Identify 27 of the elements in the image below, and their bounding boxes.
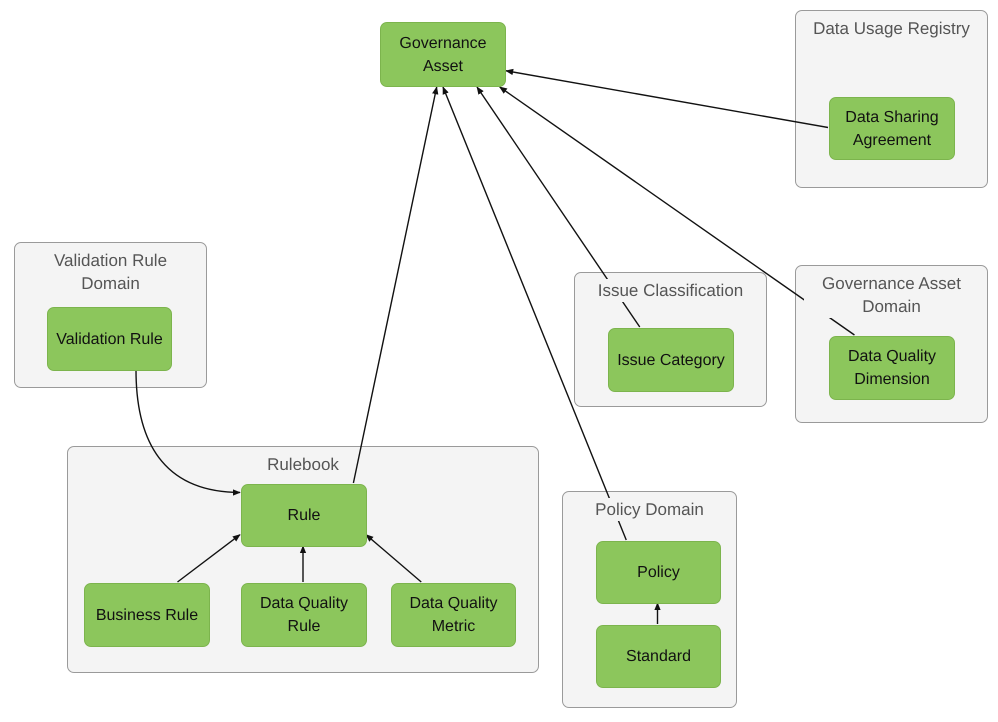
group-container [574,272,767,407]
arrow [177,534,241,583]
arrow [476,86,640,328]
entity-box: Rule [241,484,367,547]
entity-box: Data Quality Rule [241,583,367,647]
arrow [365,534,422,583]
entity-box: Data Quality Dimension [829,336,955,400]
arrow [505,68,828,128]
arrow [300,545,306,582]
group-container [562,491,737,708]
entity-box: Data Quality Metric [391,583,516,647]
group-container [795,265,988,423]
arrow [442,86,627,540]
entity-box: Validation Rule [47,307,172,371]
entity-box: Policy [596,541,721,604]
arrow [654,602,661,624]
arrow [135,370,241,496]
arrow [352,86,438,484]
entity-box: Governance Asset [380,22,506,87]
group-container [795,10,988,188]
entity-box: Issue Category [608,328,734,392]
entity-box: Standard [596,625,721,688]
group-container [14,242,207,388]
arrow [499,86,855,336]
entity-box: Business Rule [84,583,210,647]
group-container [67,446,539,673]
entity-box: Data Sharing Agreement [829,97,955,160]
